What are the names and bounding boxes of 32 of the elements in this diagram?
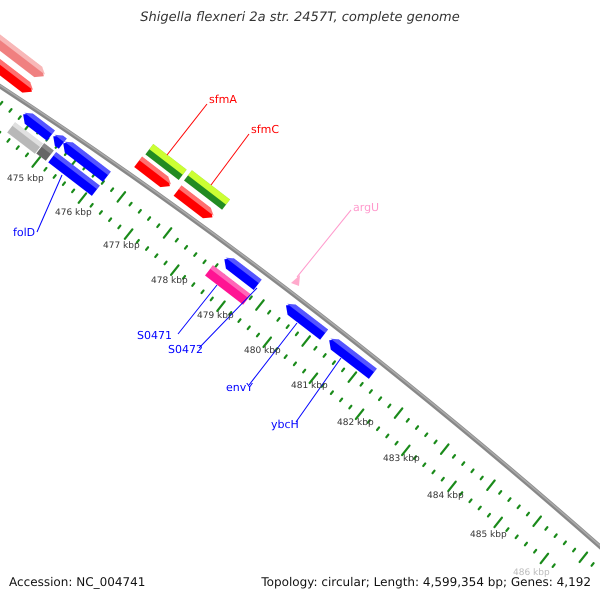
leader-line [248,322,298,386]
leader-line [166,104,208,156]
footer-text: Topology: circular; Length: 4,599,354 bp; Genes: 4,192 [261,576,591,588]
gene-feature [205,265,251,305]
title: Shigella flexneri 2a str. 2457T, complete genome [139,11,461,24]
gene-feature [48,152,100,196]
tick-label: 482 kbp [337,419,374,428]
tick-label: 484 kbp [427,492,464,501]
tick-label: 477 kbp [103,242,140,251]
gene-label: argU [353,202,380,213]
leader-line [210,134,250,186]
leader-line [296,358,342,422]
leader-line [296,210,352,278]
gene-label: sfmA [209,94,237,105]
tick-label: 485 kbp [470,531,507,540]
gene-marker [291,275,300,286]
gene-label: S0472 [168,344,203,355]
leader-line [36,174,62,232]
gene-label: sfmC [251,124,279,135]
tick-label: 486 kbp [513,569,550,578]
tick-label: 476 kbp [55,209,92,218]
footer-text: Accession: NC_004741 [9,576,146,588]
tick-label: 478 kbp [151,277,188,286]
gene-label: ybcH [271,419,299,430]
tick-label: 483 kbp [383,455,420,464]
gene-label: envY [226,382,253,393]
gene-label: folD [13,227,36,238]
leader-line [198,288,258,348]
leader-line [178,284,218,334]
gene-label: S0471 [137,330,172,341]
gene-feature [286,304,328,340]
gene-feature [329,338,377,379]
